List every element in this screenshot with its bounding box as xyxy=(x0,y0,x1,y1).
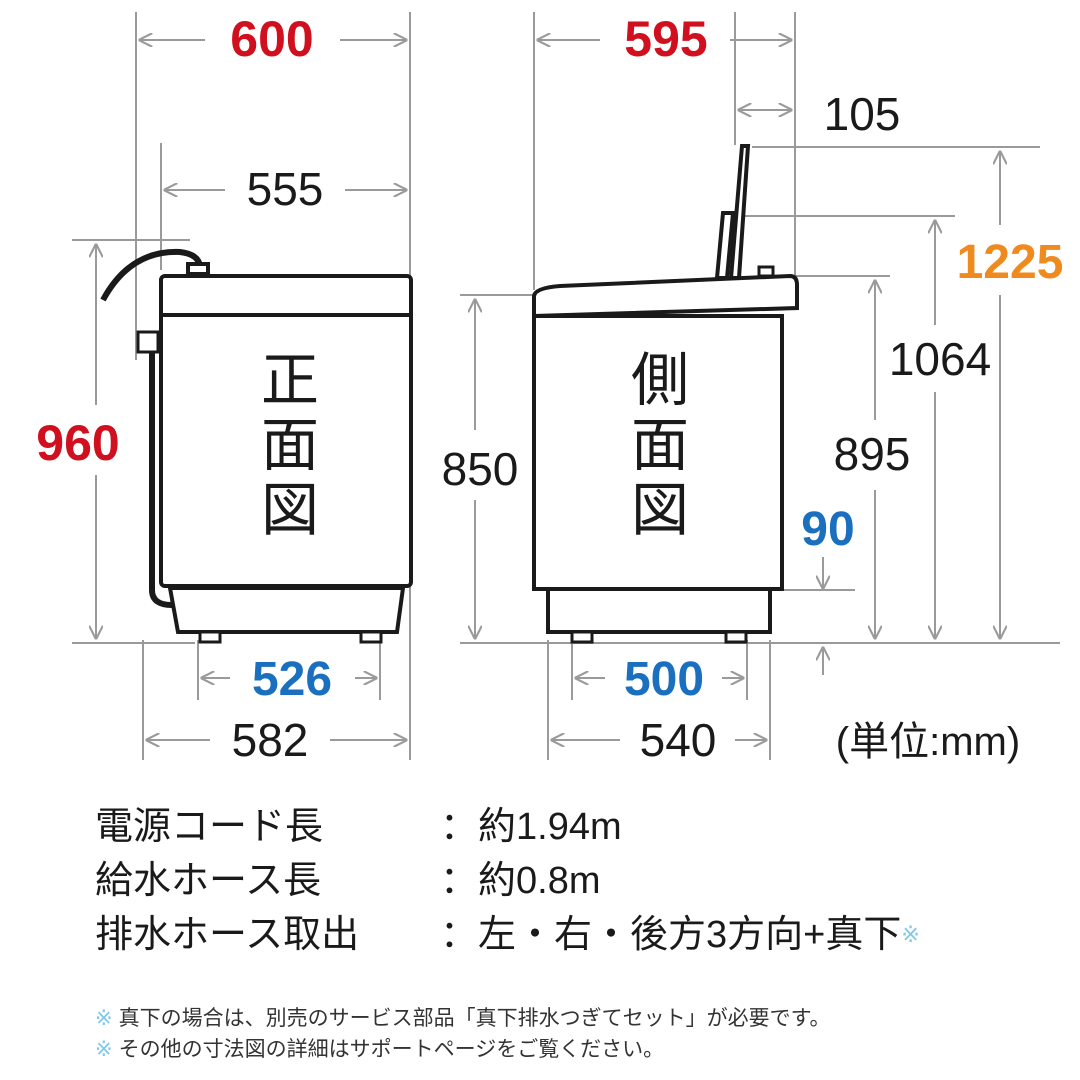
front-foot-pitch: 526 xyxy=(252,653,332,706)
front-width-body: 555 xyxy=(247,163,324,215)
footnote-text: その他の寸法図の詳細はサポートページをご覧ください。 xyxy=(118,1038,665,1061)
front-view-label-3: 図 xyxy=(261,478,319,543)
side-view-label-1: 側 xyxy=(631,348,689,413)
side-depth-overall: 595 xyxy=(624,11,707,67)
dimension-diagram: 600 555 960 526 582 850 595 105 1225 106… xyxy=(36,11,1064,766)
footnote-mark: ※ xyxy=(901,922,920,947)
footnotes: ※真下の場合は、別売のサービス部品「真下排水つぎてセット」が必要です。 ※その他… xyxy=(95,1003,831,1065)
front-width-overall: 600 xyxy=(230,11,313,67)
spec-row: 排水ホース取出 ：左・右・後方3方向+真下 ※ xyxy=(95,908,920,962)
spec-key: 給水ホース長 xyxy=(95,860,322,902)
footnote-mark: ※ xyxy=(95,1038,113,1061)
spec-value: ：約0.8m xyxy=(440,860,601,902)
side-view-label-2: 面 xyxy=(631,413,689,478)
side-foot-pitch: 500 xyxy=(624,653,704,706)
footnote: ※真下の場合は、別売のサービス部品「真下排水つぎてセット」が必要です。 xyxy=(95,1003,831,1034)
spec-row: 電源コード長 ：約1.94m xyxy=(95,800,920,854)
front-view-label-1: 正 xyxy=(261,348,319,413)
spec-row: 給水ホース長 ：約0.8m xyxy=(95,854,920,908)
front-view-drawing xyxy=(100,248,413,644)
unit-label: (単位:mm) xyxy=(836,720,1020,764)
spec-value: ：左・右・後方3方向+真下 xyxy=(440,914,902,956)
footnote-text: 真下の場合は、別売のサービス部品「真下排水つぎてセット」が必要です。 xyxy=(118,1007,831,1030)
front-height-overall: 960 xyxy=(36,415,119,471)
spec-key: 電源コード長 xyxy=(95,806,324,848)
side-base-depth: 540 xyxy=(640,714,717,766)
footnote: ※その他の寸法図の詳細はサポートページをご覧ください。 xyxy=(95,1034,831,1065)
spec-list: 電源コード長 ：約1.94m 給水ホース長 ：約0.8m 排水ホース取出 ：左・… xyxy=(95,800,920,962)
height-mid: 1064 xyxy=(889,333,991,385)
side-view-drawing xyxy=(532,144,799,644)
side-view-label-3: 図 xyxy=(631,478,689,543)
front-view-label-2: 面 xyxy=(261,413,319,478)
spec-value: ：約1.94m xyxy=(440,806,622,848)
lid-overhang: 105 xyxy=(824,88,901,140)
bottom-clearance: 90 xyxy=(801,503,854,556)
body-height: 850 xyxy=(442,443,519,495)
spec-key: 排水ホース取出 xyxy=(95,914,360,956)
height-top: 895 xyxy=(834,428,911,480)
front-base-width: 582 xyxy=(232,714,309,766)
height-lid-open: 1225 xyxy=(957,236,1064,289)
footnote-mark: ※ xyxy=(95,1007,113,1030)
